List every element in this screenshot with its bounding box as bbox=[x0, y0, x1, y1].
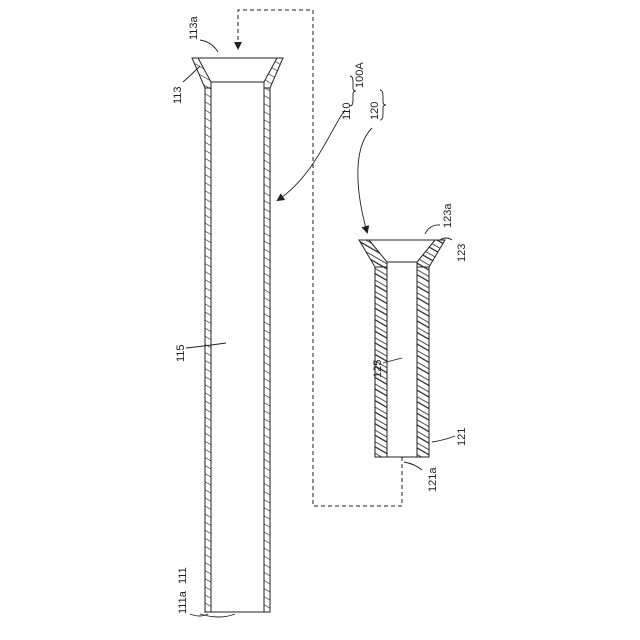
label-113: 113 bbox=[172, 86, 184, 104]
label-111: 111 bbox=[177, 567, 189, 584]
long-tube-left-wall bbox=[205, 88, 211, 612]
short-tube-flare-left bbox=[359, 240, 387, 267]
leader-113a bbox=[200, 40, 218, 52]
leader-110-arrow bbox=[278, 110, 345, 200]
short-tube bbox=[359, 240, 445, 457]
short-tube-right-wall bbox=[417, 267, 429, 457]
leader-121 bbox=[432, 436, 455, 442]
label-120: 120 bbox=[369, 102, 381, 120]
short-tube-flare-right bbox=[417, 240, 445, 267]
long-tube bbox=[192, 58, 283, 612]
label-115: 115 bbox=[175, 344, 187, 362]
dashed-arrow-head bbox=[234, 42, 242, 50]
long-tube-right-wall bbox=[264, 88, 270, 612]
label-123a: 123a bbox=[442, 203, 454, 228]
label-121a: 121a bbox=[427, 467, 439, 492]
long-tube-flare-right bbox=[264, 58, 283, 88]
leader-123a bbox=[425, 225, 440, 234]
label-125: 125 bbox=[372, 360, 384, 378]
leader-120-arrow bbox=[358, 128, 372, 232]
label-110: 110 bbox=[341, 102, 353, 120]
label-113a: 113a bbox=[188, 15, 200, 40]
label-123: 123 bbox=[456, 244, 468, 262]
label-121: 121 bbox=[456, 428, 468, 446]
leader-121a bbox=[404, 462, 422, 470]
label-111a: 111a bbox=[177, 590, 189, 614]
leader-111 bbox=[200, 614, 235, 617]
leader-113 bbox=[183, 66, 200, 82]
label-100A: 100A bbox=[354, 62, 366, 88]
long-tube-flare-left bbox=[192, 58, 211, 88]
